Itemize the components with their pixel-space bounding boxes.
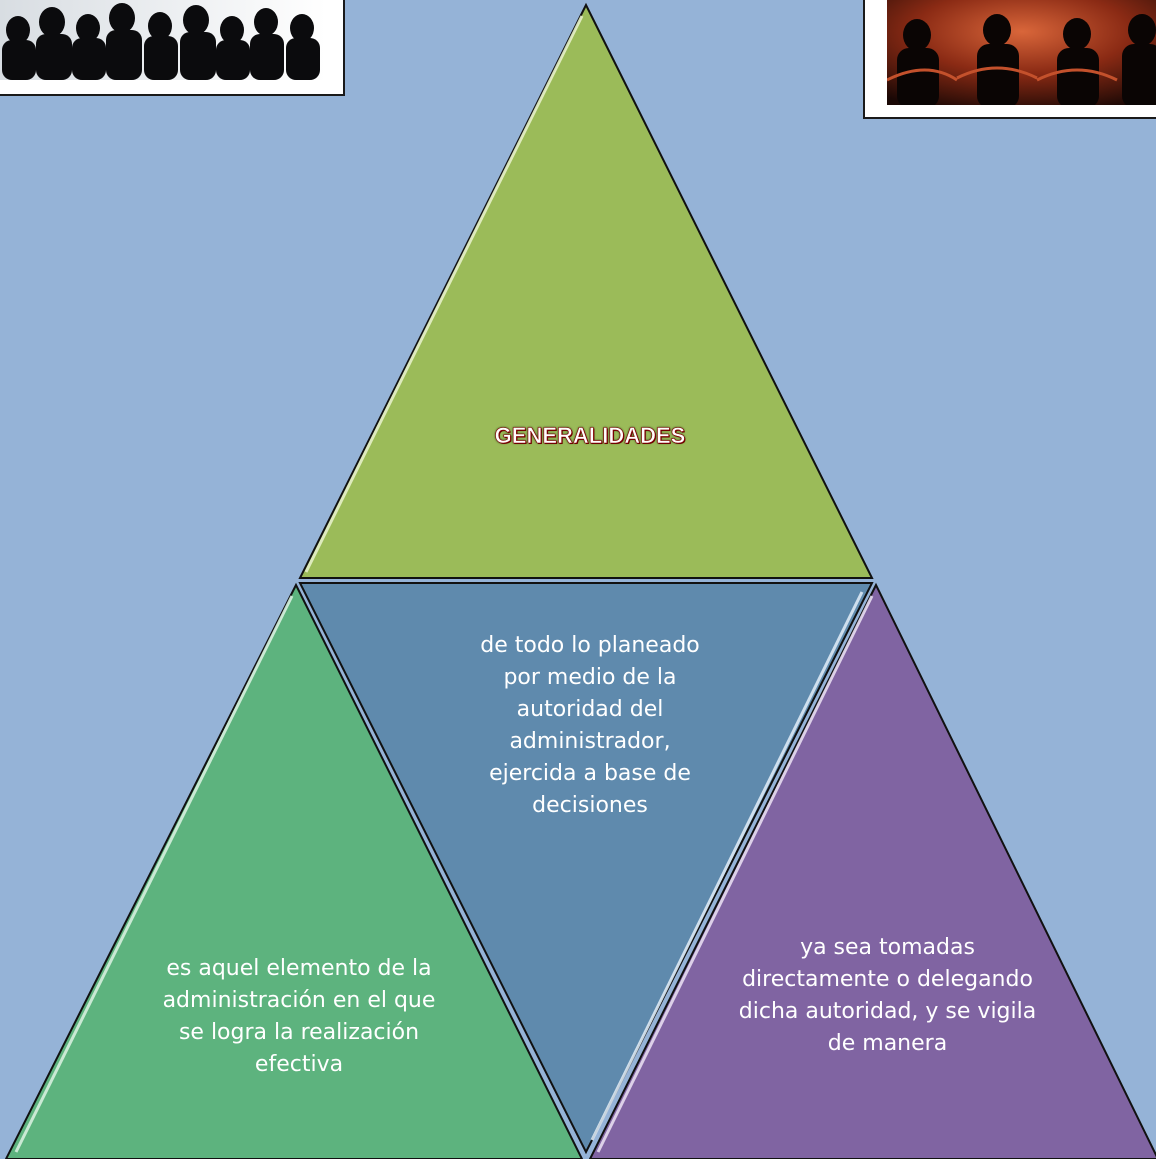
audience-theater-photo (863, 0, 1156, 119)
center-triangle (298, 582, 874, 1155)
left-text: es aquel elemento de la administración e… (162, 956, 436, 1077)
center-text: de todo lo planeado por medio de la auto… (480, 633, 700, 818)
top-triangle (298, 2, 874, 579)
right-triangle (588, 582, 1156, 1159)
right-text: ya sea tomadas directamente o delegando … (738, 935, 1037, 1056)
people-silhouettes-photo (0, 0, 345, 96)
diagram-title: GENERALIDADES (494, 423, 686, 449)
left-triangle (4, 582, 584, 1159)
